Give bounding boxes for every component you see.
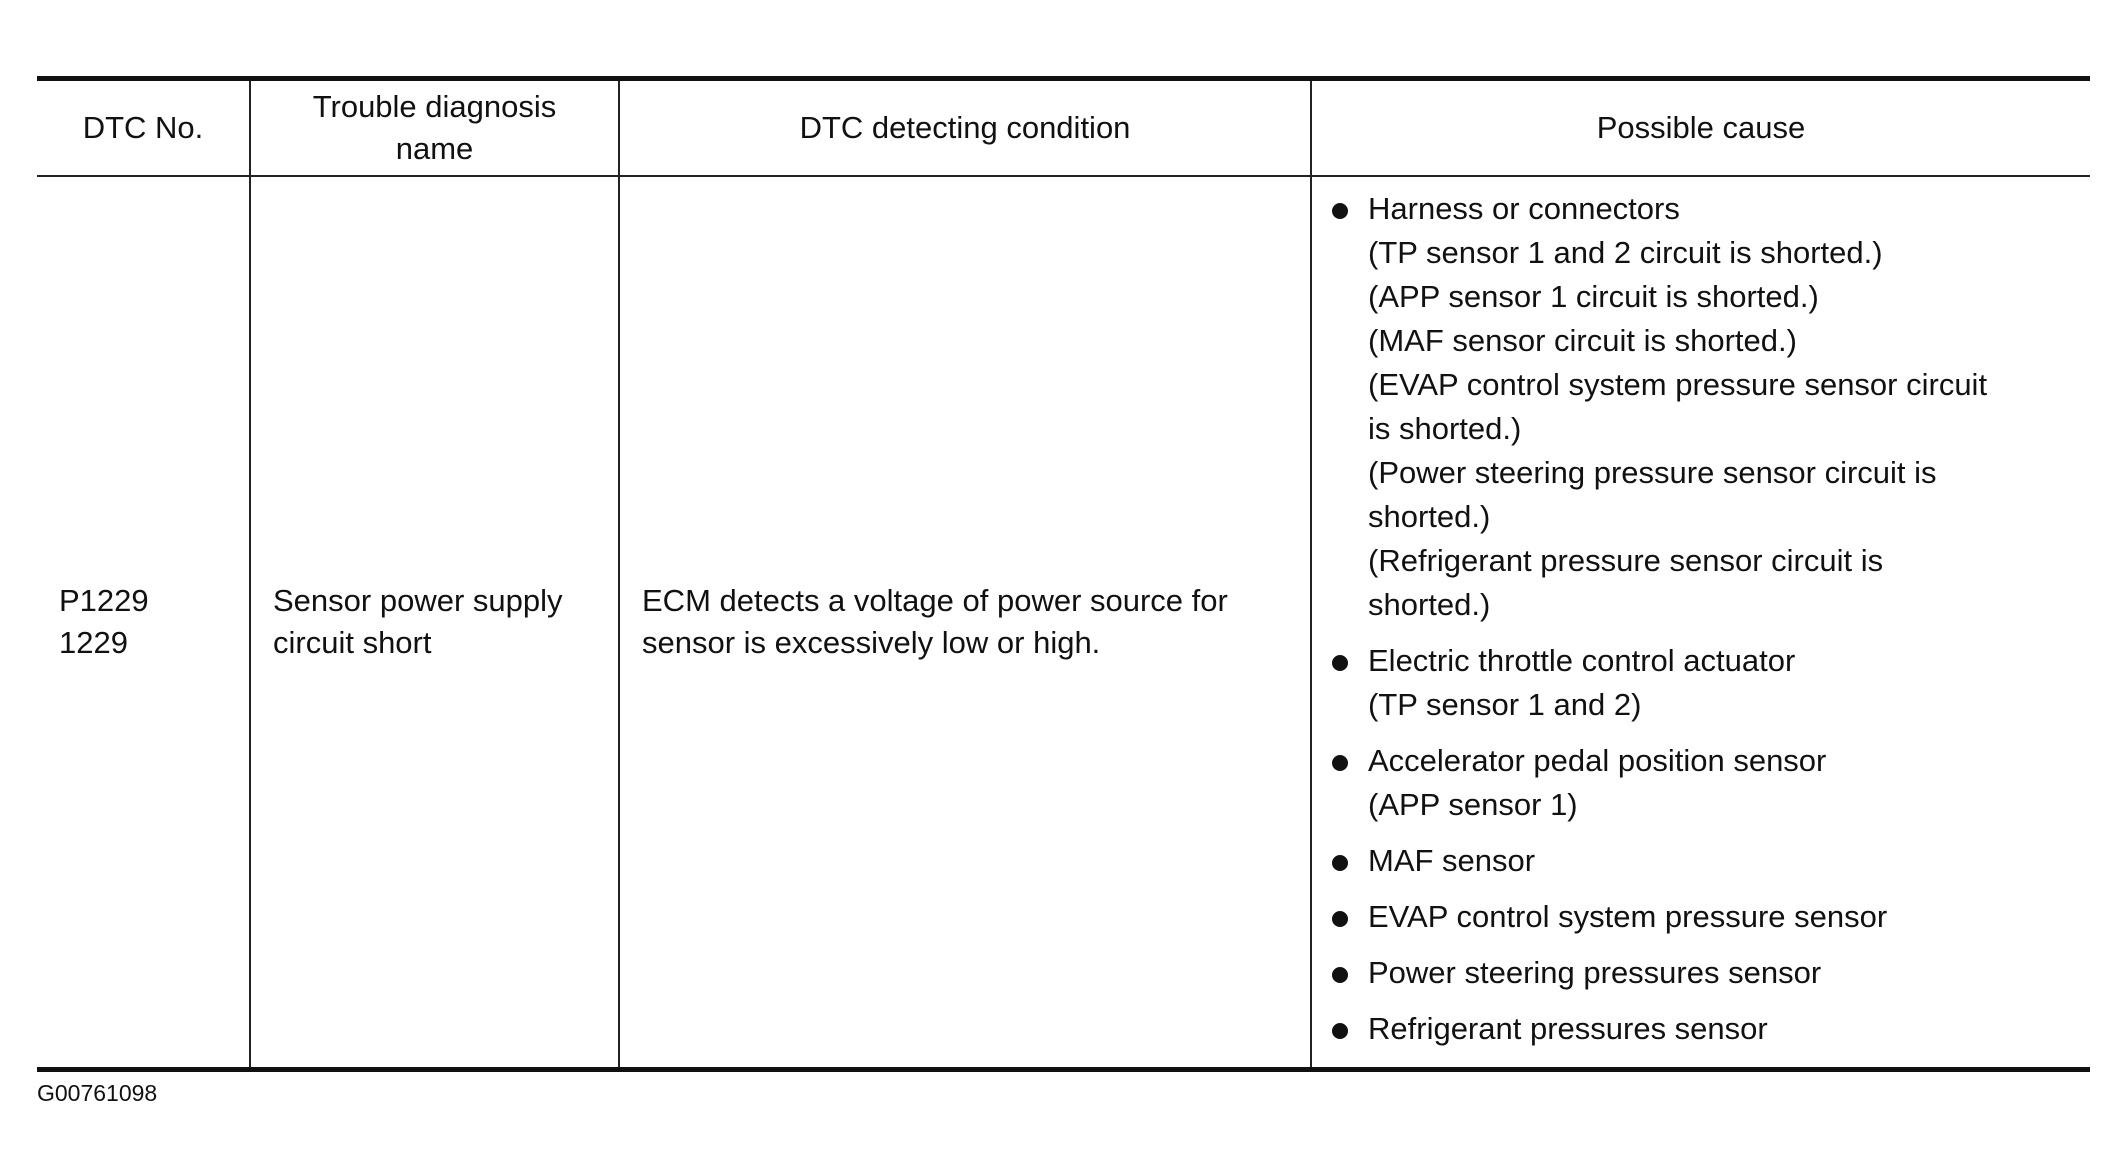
bullet-icon	[1332, 967, 1348, 983]
bullet-icon	[1332, 655, 1348, 671]
list-item: Power steering pressures sensor	[1332, 951, 2076, 995]
list-item: EVAP control system pressure sensor	[1332, 895, 2076, 939]
dtc-table-container: DTC No. Trouble diagnosis name DTC detec…	[37, 76, 2090, 1072]
cause-main: Refrigerant pressures sensor	[1368, 1011, 1768, 1046]
cause-detail: (TP sensor 1 and 2)	[1368, 687, 1642, 722]
bullet-icon	[1332, 1023, 1348, 1039]
dtc-code: 1229	[59, 625, 128, 660]
cause-detail: shorted.)	[1368, 587, 1491, 622]
cause-detail: (Power steering pressure sensor circuit …	[1368, 455, 1937, 490]
cause-main: Power steering pressures sensor	[1368, 955, 1822, 990]
header-line: Trouble diagnosis	[312, 89, 557, 124]
bullet-icon	[1332, 203, 1348, 219]
diagnosis-name-line: circuit short	[273, 625, 432, 660]
header-line: DTC detecting condition	[799, 110, 1131, 145]
cell-diagnosis-name: Sensor power supply circuit short	[249, 176, 620, 1070]
header-line: DTC No.	[82, 110, 204, 145]
header-line: Possible cause	[1596, 110, 1806, 145]
condition-line: sensor is excessively low or high.	[642, 625, 1101, 660]
dtc-code: P1229	[59, 583, 149, 618]
cause-detail: (APP sensor 1)	[1368, 787, 1578, 822]
cause-main: Electric throttle control actuator	[1368, 643, 1796, 678]
cause-detail: (Refrigerant pressure sensor circuit is	[1368, 543, 1884, 578]
cause-detail: (MAF sensor circuit is shorted.)	[1368, 323, 1797, 358]
diagnosis-name-line: Sensor power supply	[273, 583, 563, 618]
cell-possible-cause: Harness or connectors (TP sensor 1 and 2…	[1310, 176, 2090, 1070]
cause-main: EVAP control system pressure sensor	[1368, 899, 1888, 934]
header-dtc-no: DTC No.	[37, 78, 251, 177]
dtc-table: DTC No. Trouble diagnosis name DTC detec…	[37, 76, 2090, 1072]
bullet-icon	[1332, 855, 1348, 871]
list-item: Harness or connectors (TP sensor 1 and 2…	[1332, 187, 2076, 627]
condition-line: ECM detects a voltage of power source fo…	[642, 583, 1228, 618]
cause-detail: (EVAP control system pressure sensor cir…	[1368, 367, 1988, 402]
table-row: P1229 1229 Sensor power supply circuit s…	[37, 176, 2090, 1070]
list-item: Refrigerant pressures sensor	[1332, 1007, 2076, 1051]
cause-main: Accelerator pedal position sensor	[1368, 743, 1827, 778]
bullet-icon	[1332, 911, 1348, 927]
cause-detail: (APP sensor 1 circuit is shorted.)	[1368, 279, 1819, 314]
header-possible-cause: Possible cause	[1310, 78, 2090, 177]
list-item: Electric throttle control actuator (TP s…	[1332, 639, 2076, 727]
cause-detail: shorted.)	[1368, 499, 1491, 534]
cell-dtc-no: P1229 1229	[37, 176, 251, 1070]
list-item: MAF sensor	[1332, 839, 2076, 883]
cause-list: Harness or connectors (TP sensor 1 and 2…	[1332, 187, 2076, 1051]
cell-detecting-condition: ECM detects a voltage of power source fo…	[618, 176, 1312, 1070]
cause-detail: (TP sensor 1 and 2 circuit is shorted.)	[1368, 235, 1883, 270]
table-header-row: DTC No. Trouble diagnosis name DTC detec…	[37, 78, 2090, 177]
cause-main: Harness or connectors	[1368, 191, 1680, 226]
header-trouble-diagnosis-name: Trouble diagnosis name	[249, 78, 620, 177]
list-item: Accelerator pedal position sensor (APP s…	[1332, 739, 2076, 827]
header-dtc-detecting-condition: DTC detecting condition	[618, 78, 1312, 177]
cause-detail: is shorted.)	[1368, 411, 1522, 446]
figure-id: G00761098	[37, 1080, 158, 1106]
bullet-icon	[1332, 755, 1348, 771]
cause-main: MAF sensor	[1368, 843, 1536, 878]
header-line: name	[395, 131, 474, 166]
